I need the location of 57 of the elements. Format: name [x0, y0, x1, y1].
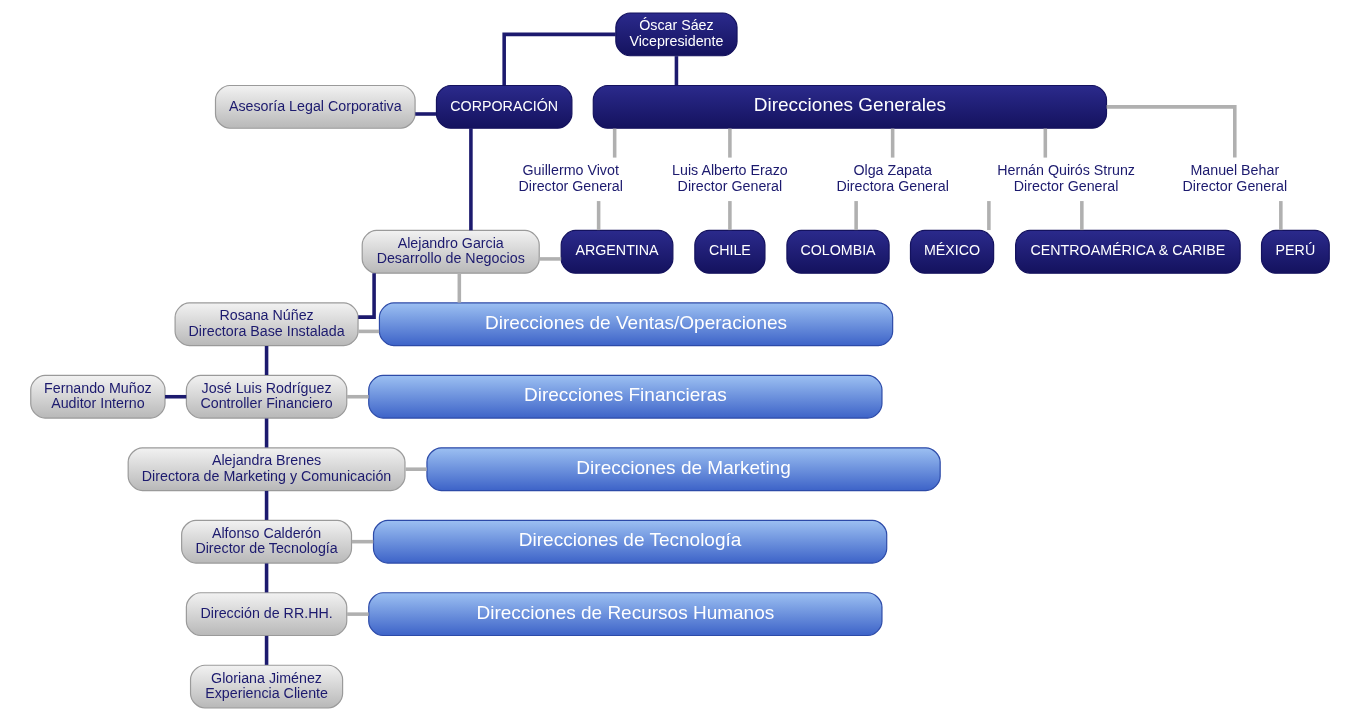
- connector: [853, 201, 858, 231]
- node-text: Hernán Quirós Strunz Director General: [996, 162, 1135, 194]
- node-box: MÉXICO: [909, 229, 994, 274]
- connector: [1106, 105, 1237, 158]
- connector: [674, 56, 678, 86]
- connector: [346, 394, 369, 399]
- node-box: CENTROAMÉRICA & CARIBE: [1014, 229, 1241, 274]
- node-box: Alfonso Calderón Director de Tecnología: [180, 519, 352, 564]
- node-box: Asesoría Legal Corporativa: [214, 84, 416, 129]
- connector: [501, 32, 616, 86]
- connector: [357, 273, 376, 319]
- node-box: Fernando Muñoz Auditor Interno: [29, 374, 166, 419]
- connector: [890, 128, 894, 158]
- connector: [612, 128, 616, 158]
- node-box: Alejandra Brenes Directora de Marketing y Comunicación: [127, 447, 406, 492]
- connector: [264, 490, 268, 520]
- node-box: ARGENTINA: [560, 229, 673, 274]
- node-box: Dirección de RR.HH.: [185, 592, 347, 637]
- node-box: PERÚ: [1260, 229, 1330, 274]
- node-box: Direcciones de Marketing: [425, 447, 941, 492]
- connector: [727, 128, 732, 158]
- connector: [1043, 128, 1047, 158]
- connector: [351, 539, 373, 544]
- connector: [164, 394, 186, 399]
- connector: [264, 635, 268, 665]
- connector: [538, 257, 561, 261]
- connector: [264, 418, 268, 448]
- node-box: José Luis Rodríguez Controller Financiero: [185, 374, 347, 419]
- node-box: Direcciones de Ventas/Operaciones: [378, 302, 893, 347]
- node-box: Direcciones Generales: [592, 84, 1107, 129]
- node-text: Olga Zapata Directora General: [835, 162, 949, 194]
- connector: [1079, 201, 1084, 231]
- node-box: Óscar Sáez Vicepresidente: [614, 12, 738, 57]
- node-box: Alejandro Garcia Desarrollo de Negocios: [361, 229, 540, 274]
- node-box: Gloriana Jiménez Experiencia Cliente: [189, 664, 343, 709]
- node-box: Direcciones de Recursos Humanos: [367, 592, 883, 637]
- node-text: Manuel Behar Director General: [1182, 162, 1287, 194]
- connector: [457, 273, 461, 303]
- node-box: COLOMBIA: [785, 229, 890, 274]
- node-box: CORPORACIÓN: [435, 84, 572, 129]
- connector: [986, 201, 991, 231]
- connector: [264, 346, 268, 375]
- connector: [346, 612, 369, 616]
- node-text: Luis Alberto Erazo Director General: [671, 162, 788, 194]
- connector: [727, 201, 732, 231]
- connector: [468, 128, 473, 231]
- connector: [264, 563, 268, 593]
- node-box: CHILE: [693, 229, 766, 274]
- node-text: Guillermo Vivot Director General: [517, 162, 623, 194]
- connector: [1278, 201, 1283, 231]
- connector: [357, 329, 379, 334]
- node-box: Direcciones de Tecnología: [372, 519, 887, 564]
- connector: [404, 467, 427, 471]
- node-box: Rosana Núñez Directora Base Instalada: [174, 302, 359, 347]
- connector: [414, 112, 436, 116]
- connector: [596, 201, 600, 231]
- node-box: Direcciones Financieras: [367, 374, 883, 419]
